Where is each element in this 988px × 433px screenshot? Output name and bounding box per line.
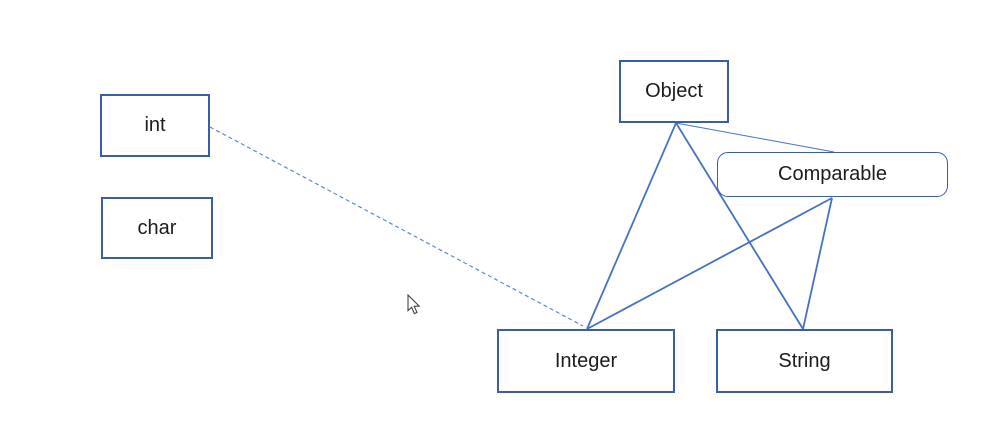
node-integer[interactable]: Integer: [497, 329, 675, 393]
node-int[interactable]: int: [100, 94, 210, 157]
edge-comparable-integer[interactable]: [586, 197, 833, 330]
node-object[interactable]: Object: [619, 60, 729, 123]
node-comparable[interactable]: Comparable: [717, 152, 948, 197]
node-label: String: [778, 349, 831, 372]
node-label: char: [137, 216, 177, 239]
edge-object-comparable[interactable]: [675, 122, 835, 153]
node-string[interactable]: String: [716, 329, 893, 393]
node-label: Integer: [554, 349, 618, 372]
node-char[interactable]: char: [101, 197, 213, 259]
node-label: Object: [645, 80, 703, 102]
edge-object-string[interactable]: [675, 122, 804, 330]
edge-object-integer[interactable]: [586, 122, 677, 330]
node-label: Comparable: [778, 163, 887, 185]
node-label: int: [144, 114, 166, 136]
edge-int-integer[interactable]: [209, 126, 584, 327]
edge-comparable-string[interactable]: [802, 197, 833, 330]
